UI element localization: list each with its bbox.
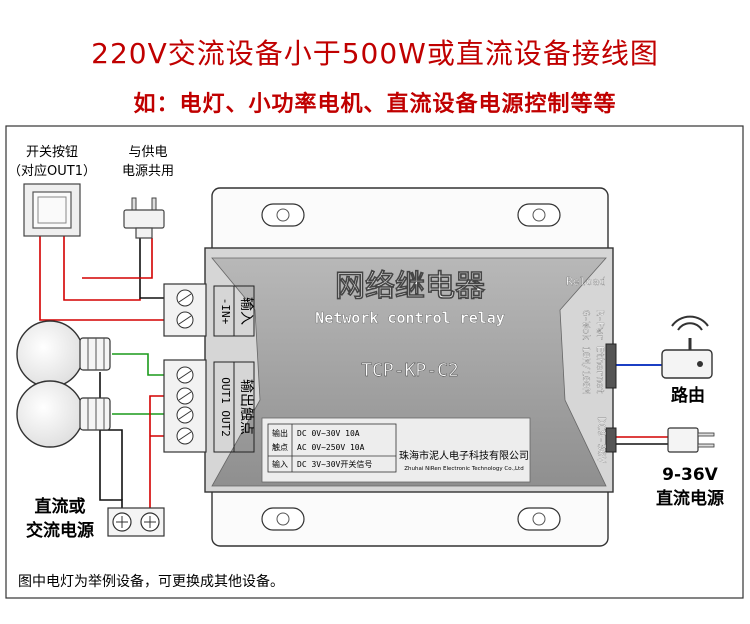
input-pins-label: -IN+	[219, 298, 232, 325]
wire-bulb1-green	[112, 353, 176, 376]
light-bulb-icon-2	[16, 380, 111, 448]
company-name-en: Zhuhai NiRen Electronic Technology Co.,L…	[404, 466, 523, 472]
power-port-label: DC9-36V	[595, 417, 608, 464]
router-label: 路由	[671, 385, 705, 406]
footer-note: 图中电灯为举例设备，可更换成其他设备。	[18, 573, 284, 590]
plug-label-line1: 与供电	[128, 145, 167, 160]
power-label-line1: 直流或	[35, 496, 86, 517]
device-name-en: Network control relay	[315, 309, 505, 327]
device-model: TCP-KP-C2	[361, 360, 459, 381]
router-icon	[661, 315, 713, 379]
light-bulb-icon-1	[16, 320, 111, 388]
spec-group-1: 输出	[272, 428, 288, 438]
spec-table	[267, 423, 397, 473]
diagram-frame	[5, 125, 744, 599]
plug-label-line2: 电源共用	[122, 164, 174, 179]
dc-label-line2: 直流电源	[656, 488, 724, 509]
spec-row-1: DC 0V~30V 10A	[297, 429, 360, 438]
output-label: 输出触点	[238, 379, 254, 435]
status-line-2: G-Wok 10M/100M	[580, 310, 591, 394]
wire-switch-red-b	[63, 232, 141, 301]
switch-label-line1: 开关按钮	[26, 145, 78, 160]
spec-group-3: 输入	[272, 459, 288, 469]
dc-label-line1: 9-36V	[662, 465, 719, 485]
wire-plug-red	[82, 238, 153, 279]
diagram-title: 220V交流设备小于500W或直流设备接线图	[91, 37, 659, 70]
output-pins-label: OUT1 OUT2	[219, 377, 232, 437]
wire-switch-red-a	[39, 232, 176, 321]
diagram-subtitle: 如：电灯、小功率电机、直流设备电源控制等等	[133, 92, 617, 117]
input-label: 输入	[238, 297, 254, 325]
relay-device	[163, 187, 617, 547]
spec-row-2: AC 0V~250V 10A	[297, 443, 365, 452]
plug-icon	[123, 197, 165, 239]
spec-group-2: 触点	[272, 442, 288, 452]
reload-label: Reload	[566, 275, 606, 288]
status-line-1: R-Pwr Ethernet	[594, 310, 605, 394]
switch-label-line2: （对应OUT1）	[8, 163, 96, 179]
switch-button	[23, 183, 81, 237]
company-name-cn: 珠海市泥人电子科技有限公司	[399, 449, 529, 462]
wire-neutral-black-b	[100, 429, 123, 500]
wire-neutral-black-a	[99, 372, 123, 520]
power-terminal	[107, 507, 165, 537]
spec-row-3: DC 3V~30V开关信号	[297, 459, 372, 469]
power-label-line2: 交流电源	[26, 520, 94, 541]
dc-plug-icon	[667, 427, 715, 453]
device-name-cn: 网络继电器	[335, 269, 486, 304]
